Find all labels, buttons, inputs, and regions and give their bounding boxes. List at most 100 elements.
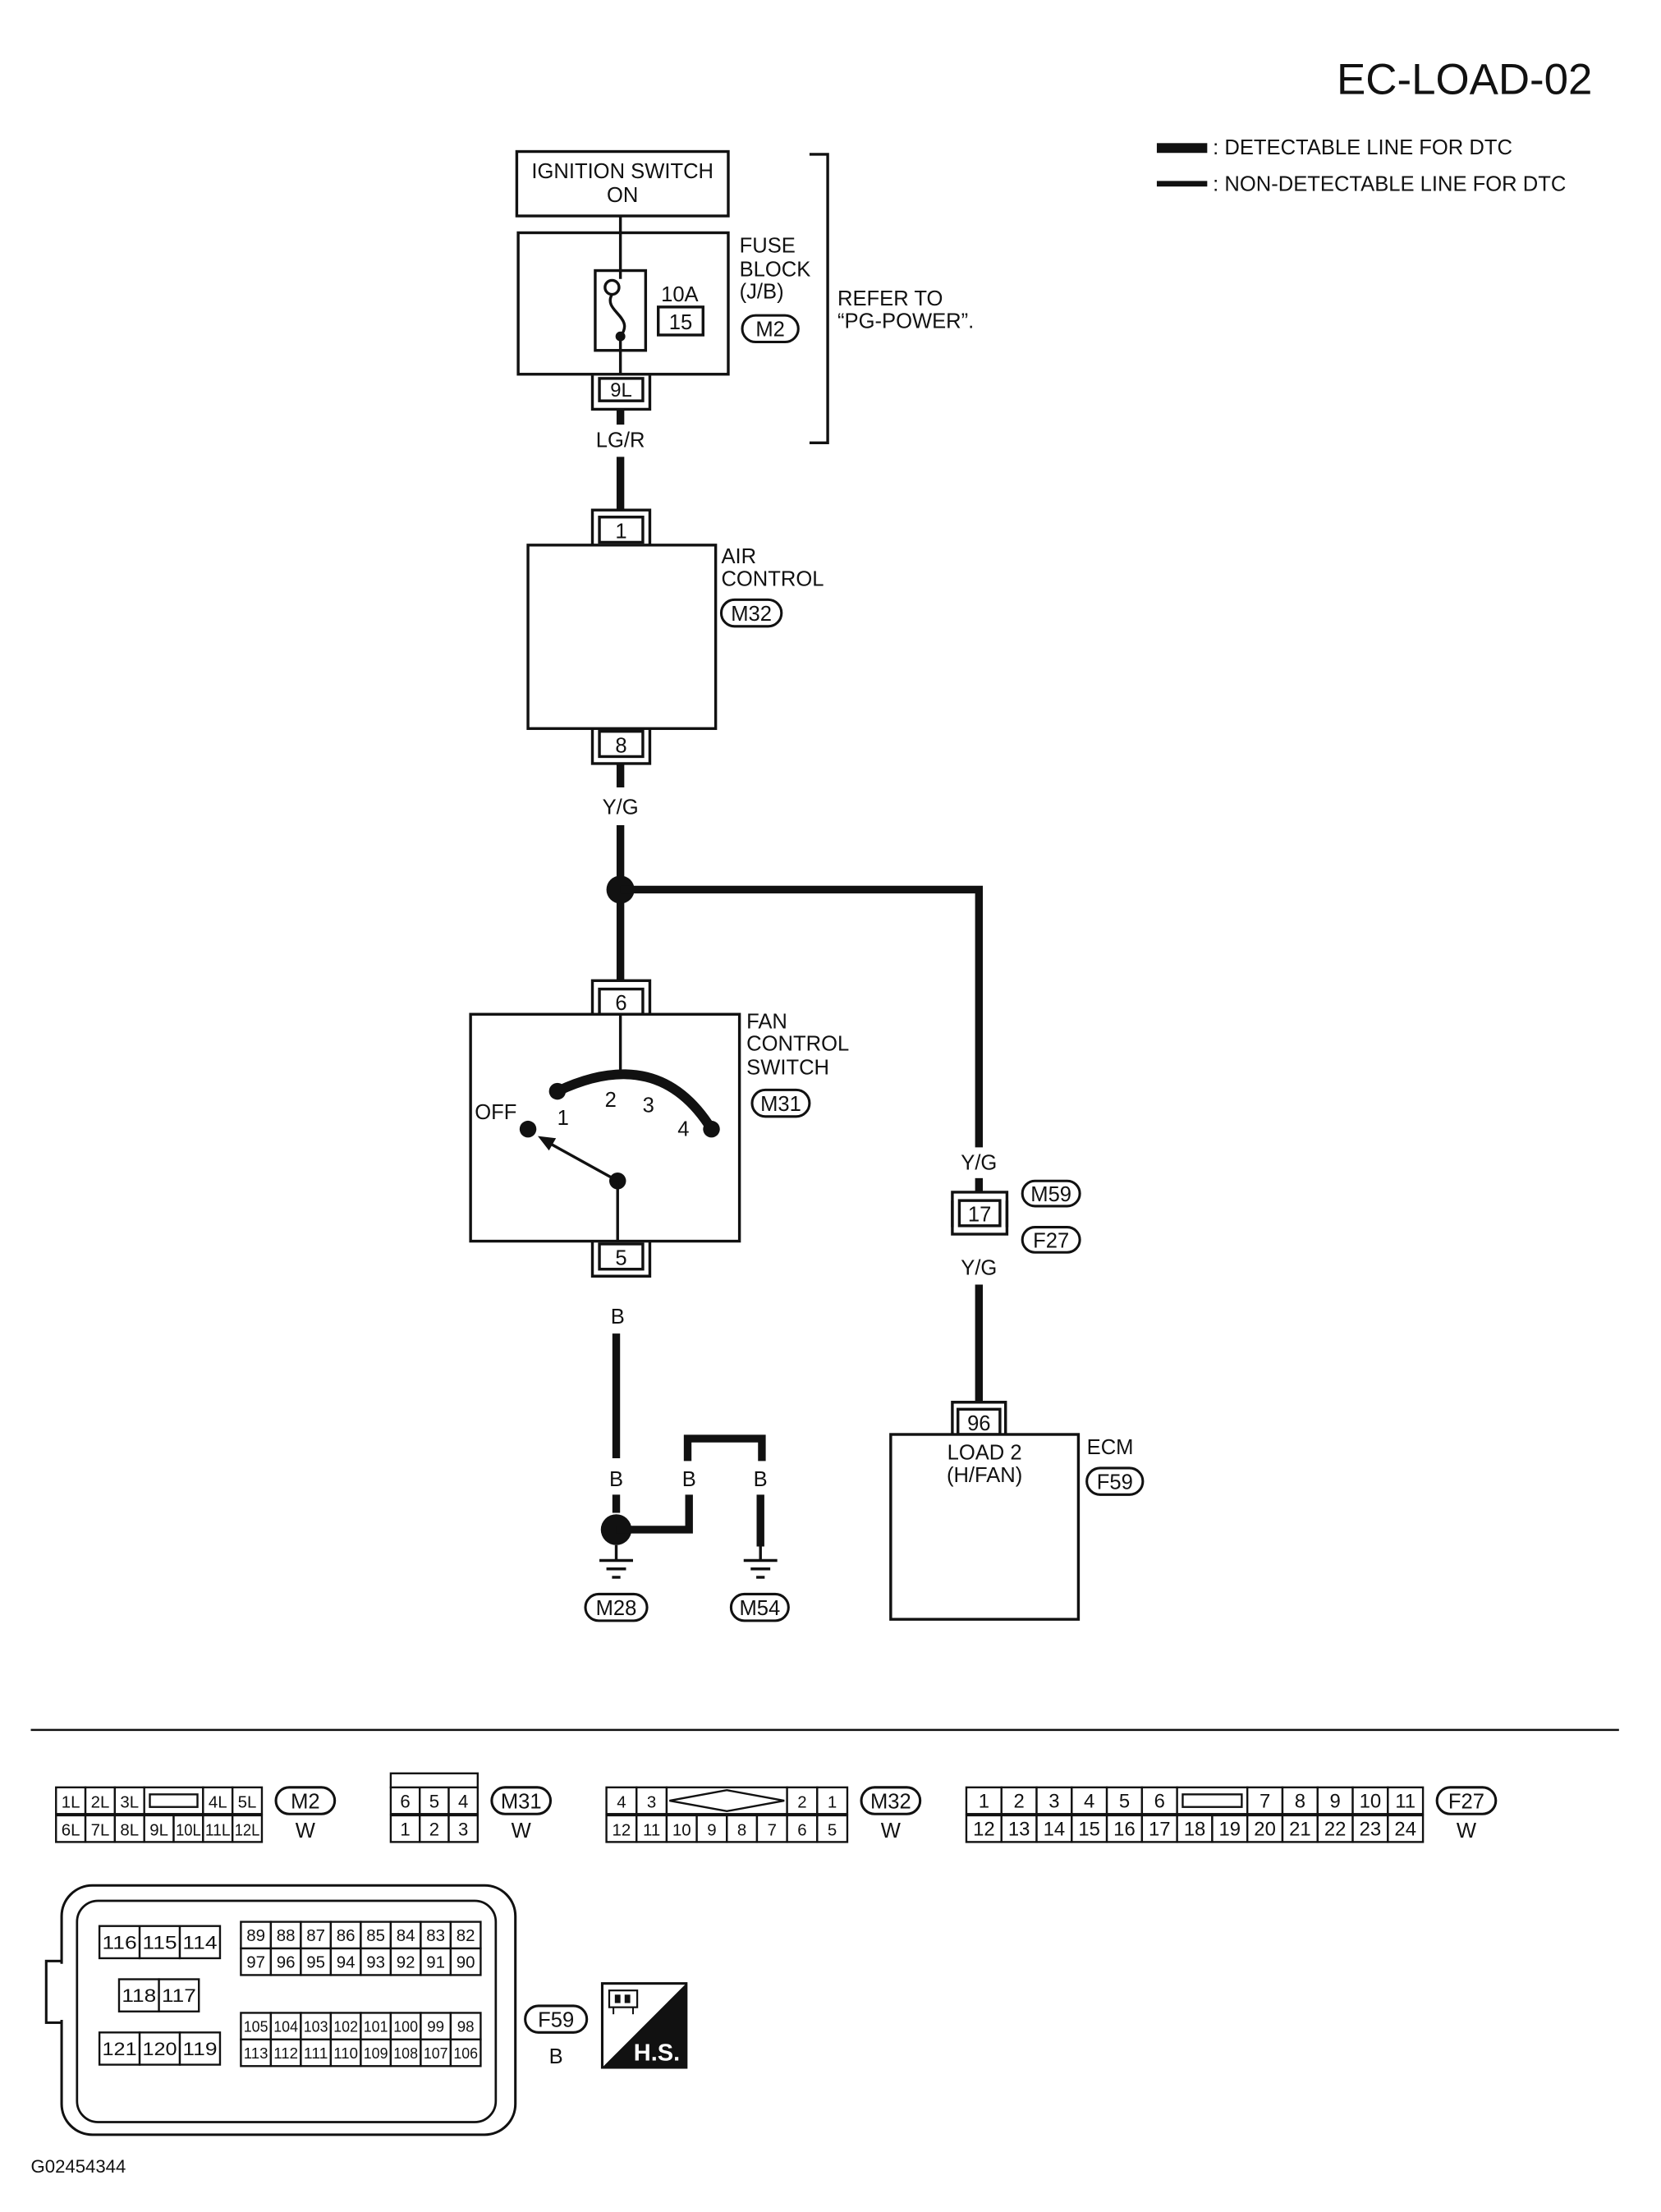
connector-pin-label: 9L xyxy=(149,1821,168,1840)
connector-cavity xyxy=(1387,1814,1425,1843)
connector-pin-label: 12 xyxy=(973,1819,995,1841)
connector-key-icon xyxy=(1182,1793,1243,1808)
ecm-cavity xyxy=(138,1925,181,1960)
ecm-pin-label: 87 xyxy=(306,1926,325,1945)
ecm-pin-label: 94 xyxy=(337,1953,356,1972)
connector-pin-label: 19 xyxy=(1219,1819,1241,1841)
connector-key-icon xyxy=(149,1793,199,1808)
wire-color-label: B xyxy=(754,1468,768,1491)
ecm-pin-label: 102 xyxy=(333,2017,358,2035)
ecm-pin-label: 92 xyxy=(397,1953,415,1972)
refer-note-line-2: “PG-POWER”. xyxy=(837,310,974,333)
ecm-cavity xyxy=(449,1921,482,1950)
connector-cavity xyxy=(1351,1814,1389,1843)
ecm-cavity xyxy=(420,1947,452,1976)
connector-pin-label: 24 xyxy=(1394,1819,1416,1841)
fan-switch-connector-id: M31 xyxy=(760,1093,801,1116)
legend: : DETECTABLE LINE FOR DTC : NON-DETECTAB… xyxy=(1156,136,1566,195)
connector-cavity xyxy=(1105,1814,1144,1843)
ecm-pin-label: 115 xyxy=(142,1932,177,1953)
connector-pin-label: 18 xyxy=(1184,1819,1206,1841)
connector-view-color: W xyxy=(296,1820,316,1843)
connector-cavity xyxy=(389,1814,421,1843)
connector-pin-label: 1 xyxy=(979,1791,989,1813)
connector-pin-label: 5 xyxy=(1119,1791,1130,1813)
connector-cavity xyxy=(1316,1814,1354,1843)
connector-cavity xyxy=(1035,1814,1073,1843)
connector-cavity xyxy=(1387,1786,1425,1815)
ecm-pin-label: 116 xyxy=(103,1932,137,1953)
connector-cavity xyxy=(635,1786,668,1815)
ground-icon xyxy=(599,1544,633,1579)
wire-color-label: B xyxy=(682,1468,696,1491)
connector-pin-label: 8 xyxy=(737,1821,746,1840)
connector-pin-label: 11 xyxy=(643,1821,660,1840)
ecm-pin-label: 112 xyxy=(273,2044,298,2062)
connector-cavity xyxy=(1281,1786,1319,1815)
ecm-pin-label: 103 xyxy=(304,2017,328,2035)
air-control-output-terminal: 8 xyxy=(615,734,626,757)
connector-pin-label: 1 xyxy=(400,1820,410,1840)
connector-key-icon xyxy=(669,1789,785,1813)
ecm-terminal-name-1: LOAD 2 xyxy=(948,1442,1022,1465)
harness-connector: Y/G 17 M59 F27 Y/G xyxy=(951,1152,1081,1402)
ecm-pin-label: 86 xyxy=(337,1926,356,1945)
fan-switch-label-1: FAN xyxy=(746,1010,787,1033)
connector-cavity xyxy=(1351,1786,1389,1815)
connector-pin-label: 5 xyxy=(429,1792,439,1812)
fuse-block-label-2: BLOCK xyxy=(740,258,811,281)
ecm-pin-label: 101 xyxy=(364,2017,388,2035)
connector-cavity xyxy=(1071,1786,1108,1815)
ecm-pin-label: 97 xyxy=(246,1953,265,1972)
connector-cavity xyxy=(1140,1814,1178,1843)
connector-pin-label: 3L xyxy=(120,1793,139,1812)
ecm-pin-label: 96 xyxy=(277,1953,296,1972)
ecm-pin-label: 106 xyxy=(453,2044,478,2062)
ecm-pin-label: 113 xyxy=(244,2044,268,2062)
connector-pin-label: 12 xyxy=(613,1821,631,1840)
connector-pin-label: 4 xyxy=(617,1793,626,1812)
ecm-pin-label: 119 xyxy=(182,2039,217,2059)
connector-pin-label: 10L xyxy=(176,1821,201,1840)
ecm-terminal-name-2: (H/FAN) xyxy=(947,1464,1022,1487)
ground-wiring: B B B B M28 M54 xyxy=(584,1306,790,1622)
connector-pin-label: 4L xyxy=(209,1793,227,1812)
harness-connector-id-1: M59 xyxy=(1030,1183,1071,1206)
ecm-pin-label: 104 xyxy=(273,2017,298,2035)
connector-pin-label: 5 xyxy=(828,1821,837,1840)
ecm-cavity xyxy=(178,1925,222,1960)
fan-control-switch: 6 FAN CONTROL SWITCH M31 OFF 1 2 3 4 5 xyxy=(469,979,849,1278)
connector-cavity xyxy=(84,1814,117,1843)
ecm-connector-id: F59 xyxy=(1097,1471,1133,1494)
connector-pin-label: 6 xyxy=(1154,1791,1165,1813)
connector-pin-label: 16 xyxy=(1113,1819,1136,1841)
ecm-cavity xyxy=(360,1921,392,1950)
ecm-pin-label: 109 xyxy=(364,2044,388,2062)
connector-cavity xyxy=(1211,1814,1249,1843)
connector-view-id: M2 xyxy=(291,1790,320,1813)
ecm-pin-label: 99 xyxy=(427,2017,444,2035)
connector-cavity xyxy=(726,1814,759,1843)
connector-pin-label: 2 xyxy=(429,1820,439,1840)
fan-switch-output-terminal: 5 xyxy=(615,1247,626,1270)
connector-pin-label: 11L xyxy=(205,1821,231,1840)
connector-cavity xyxy=(113,1786,145,1815)
ecm-cavity xyxy=(449,2038,482,2067)
fuse-block-connector-id: M2 xyxy=(755,319,785,342)
ecm-pin-label: 105 xyxy=(244,2017,268,2035)
connector-pin-label: 8 xyxy=(1295,1791,1305,1813)
connector-cavity xyxy=(1140,1786,1178,1815)
switch-contact-1 xyxy=(548,1082,567,1100)
connector-view-color: W xyxy=(881,1820,902,1843)
air-control-label-1: AIR xyxy=(721,545,756,568)
figure-code: G02454344 xyxy=(31,2156,126,2177)
ecm-pin-label: 110 xyxy=(333,2044,358,2062)
fuse-block-label-1: FUSE xyxy=(740,234,796,257)
switch-contact-arc xyxy=(555,1069,716,1132)
connector-cavity xyxy=(1246,1786,1284,1815)
